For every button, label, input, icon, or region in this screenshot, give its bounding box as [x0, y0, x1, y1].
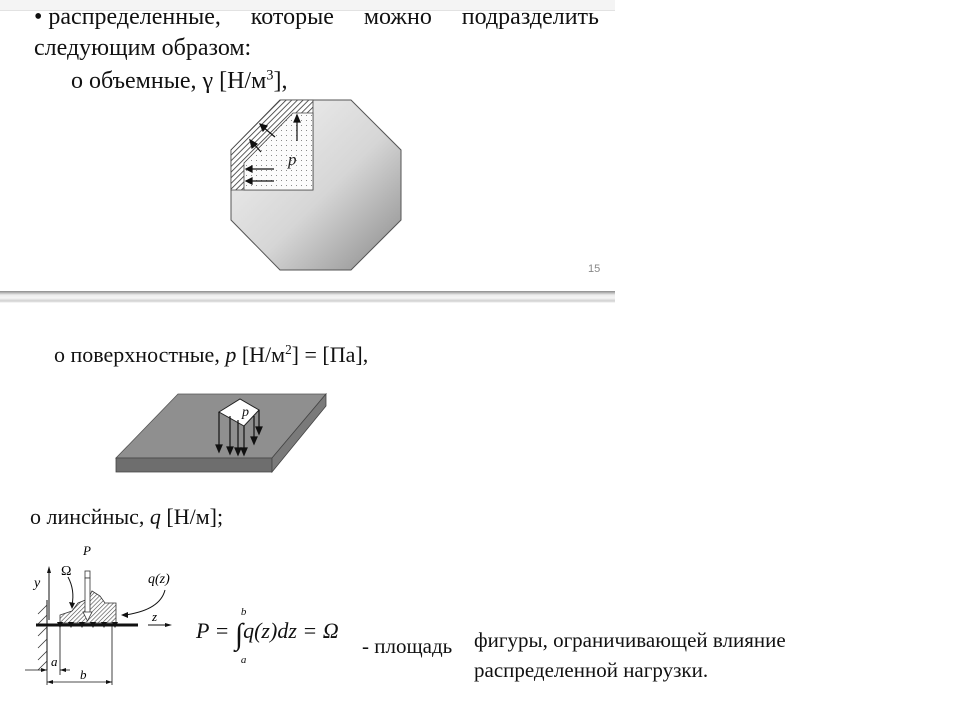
surface-item: o поверхностные, p [Н/м2] = [Па],: [54, 342, 368, 368]
unit-exponent: 2: [285, 342, 292, 358]
unit: [Н/м: [213, 68, 267, 94]
dimension-a-label: a: [51, 654, 58, 669]
integral-formula: P = ∫b a q(z)dz = Ω: [196, 606, 339, 666]
gamma-symbol: γ: [202, 68, 214, 94]
item-prefix: o линсйныс,: [30, 504, 150, 529]
word: можно: [363, 4, 432, 30]
unit-close: ] = [Па],: [291, 342, 369, 367]
unit-close: ],: [273, 68, 288, 94]
q-symbol: q: [149, 504, 161, 529]
formula-integrand: q(z)dz = Ω: [243, 618, 339, 643]
q-label: q(z): [148, 572, 170, 587]
item-prefix: o поверхностные,: [54, 342, 226, 367]
word: • распределенные,: [34, 4, 221, 30]
dimension-b-label: b: [80, 667, 87, 682]
description-line-2: распределенной нагрузки.: [474, 658, 709, 682]
omega-label: Ω: [61, 564, 71, 579]
p-symbol: p: [225, 342, 237, 367]
z-axis-label: z: [151, 609, 157, 624]
bullet-line-2: следующим образом:: [34, 35, 252, 61]
beam-load-figure: y P Ω q(z) z a b: [25, 543, 172, 685]
word: подразделить: [461, 4, 599, 30]
unit: [Н/м];: [160, 504, 224, 529]
surface-plate-figure: p: [115, 392, 327, 474]
integral-sign: ∫b a: [234, 606, 247, 666]
integral-glyph: ∫: [234, 618, 244, 651]
unit-exponent: 3: [266, 67, 274, 84]
pressure-label: p: [241, 405, 249, 420]
formula-lhs: P =: [196, 618, 235, 643]
word: которые: [250, 4, 334, 30]
force-label: P: [82, 543, 91, 558]
formula-suffix: - площадь: [362, 634, 453, 658]
top-band: [0, 0, 615, 11]
octagon-volume-figure: p: [230, 99, 402, 271]
slide-divider: [0, 291, 615, 303]
upper-limit: b: [240, 606, 247, 618]
y-axis-label: y: [32, 576, 41, 591]
description-line-1: фигуры, ограничивающей влияние: [474, 628, 786, 652]
lower-limit: a: [240, 654, 247, 666]
linear-item: o линсйныс, q [Н/м];: [30, 504, 223, 530]
unit: [Н/м: [236, 342, 286, 367]
bullet-line-1: • распределенные, которые можно подразде…: [34, 4, 599, 31]
page-number: 15: [588, 263, 601, 275]
volumetric-item: o объемные, γ [Н/м3],: [71, 68, 287, 95]
item-prefix: o объемные,: [71, 68, 203, 94]
pressure-label: p: [287, 150, 297, 169]
